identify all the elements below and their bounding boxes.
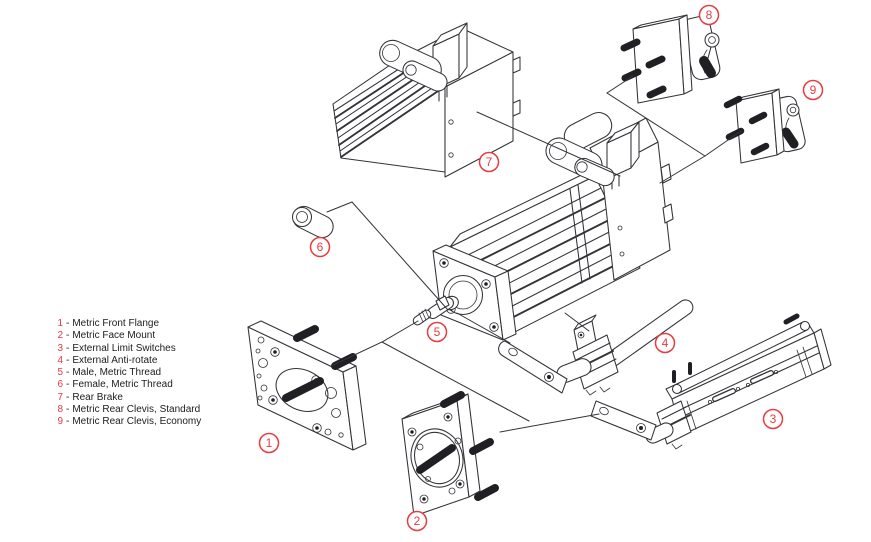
legend-separator: -	[66, 391, 70, 403]
brake-cable-gland-icon	[379, 39, 448, 92]
legend-item-3: 3-External Limit Switches	[56, 343, 201, 355]
legend-item-number: 2	[57, 330, 63, 342]
callout-3: 3	[762, 408, 784, 430]
callout-number: 2	[414, 514, 421, 528]
switch-sensor-rail	[671, 313, 811, 395]
legend-item-9: 9-Metric Rear Clevis, Economy	[56, 416, 201, 428]
legend-item-label: Metric Rear Clevis, Economy	[72, 416, 202, 428]
callout-number: 8	[706, 8, 713, 22]
callout-5: 5	[426, 321, 448, 343]
legend-separator: -	[66, 354, 70, 366]
callout-circle	[309, 236, 331, 258]
callout-6: 6	[309, 236, 331, 258]
legend-separator: -	[66, 318, 70, 329]
legend-item-number: 7	[57, 391, 63, 403]
callout-number: 6	[317, 240, 324, 254]
legend-separator: -	[66, 367, 70, 379]
callout-circle	[406, 510, 428, 532]
part-female-thread	[291, 205, 334, 239]
legend-item-number: 4	[57, 354, 63, 366]
legend-item-label: Metric Rear Clevis, Standard	[72, 404, 201, 416]
legend-item-label: External Limit Switches	[72, 342, 176, 354]
legend-item-label: Rear Brake	[72, 391, 123, 403]
callout-number: 1	[266, 436, 273, 450]
legend-item-6: 6-Female, Metric Thread	[56, 379, 201, 391]
callout-number: 4	[662, 336, 669, 350]
legend-item-5: 5-Male, Metric Thread	[56, 367, 201, 379]
callout-1: 1	[258, 432, 280, 454]
legend-item-number: 5	[57, 367, 63, 379]
legend-item-number: 3	[57, 342, 63, 354]
callout-circle	[802, 79, 824, 101]
callout-4: 4	[654, 332, 676, 354]
legend-item-number: 8	[57, 404, 63, 416]
callout-circle	[762, 408, 784, 430]
part-rear-brake	[332, 22, 521, 178]
legend-item-1: 1-Metric Front Flange	[56, 318, 201, 330]
callout-9: 9	[802, 79, 824, 101]
legend-separator: -	[66, 404, 70, 416]
legend-separator: -	[66, 416, 70, 428]
callout-7: 7	[478, 151, 500, 173]
callout-number: 7	[486, 155, 493, 169]
switch-mount-arm	[590, 400, 692, 450]
legend-item-2: 2-Metric Face Mount	[56, 330, 201, 342]
callout-number: 9	[810, 83, 817, 97]
part-rear-clevis-standard	[620, 14, 721, 104]
leader-lines	[326, 75, 742, 433]
callout-circle	[426, 321, 448, 343]
legend-separator: -	[66, 330, 70, 342]
legend-item-4: 4-External Anti-rotate	[56, 355, 201, 367]
legend-item-label: Metric Front Flange	[72, 318, 160, 329]
legend-item-7: 7-Rear Brake	[56, 392, 201, 404]
callout-circle	[478, 151, 500, 173]
legend-item-number: 6	[57, 379, 63, 391]
part-face-mount	[401, 391, 499, 517]
callout-circle	[258, 432, 280, 454]
legend-item-label: External Anti-rotate	[72, 354, 158, 366]
callout-number: 5	[434, 325, 441, 339]
cylinder-connectors	[545, 112, 640, 190]
callout-8: 8	[698, 4, 720, 26]
legend-separator: -	[66, 342, 70, 354]
callout-2: 2	[406, 510, 428, 532]
part-front-flange	[247, 320, 367, 451]
legend-item-number: 1	[57, 318, 63, 329]
legend-separator: -	[66, 379, 70, 391]
callout-balloons: 1 2 3 4 5 6 7 8 9	[258, 4, 824, 532]
callout-number: 3	[770, 412, 777, 426]
part-rear-clevis-economy	[723, 88, 806, 164]
cylinder-front-flange	[432, 244, 517, 341]
callout-circle	[654, 332, 676, 354]
legend-item-8: 8-Metric Rear Clevis, Standard	[56, 404, 201, 416]
part-anti-rotate	[498, 299, 694, 396]
callout-circle	[698, 4, 720, 26]
part-limit-switches	[665, 313, 832, 436]
legend-item-label: Male, Metric Thread	[72, 367, 162, 379]
legend-item-label: Metric Face Mount	[72, 330, 156, 342]
legend-item-label: Female, Metric Thread	[72, 379, 173, 391]
piston-rod-male-thread	[412, 295, 459, 326]
legend-item-number: 9	[57, 416, 63, 428]
main-cylinder	[412, 112, 674, 341]
